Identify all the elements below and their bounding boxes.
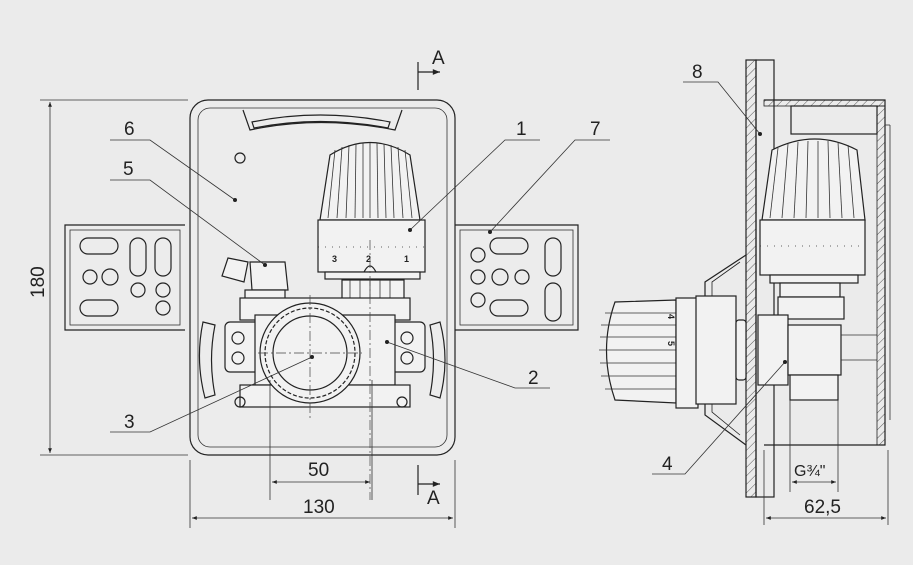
dial-mark-5: 5 xyxy=(666,341,676,346)
dimension-pipe-spacing: 50 xyxy=(308,460,329,481)
side-view: 4 5 xyxy=(599,59,891,498)
section-mark-bottom: A xyxy=(427,488,440,509)
callout-4: 4 xyxy=(662,454,673,475)
thermostatic-head-side-top xyxy=(759,138,866,320)
front-dimensions: 180 50 130 A A xyxy=(28,48,456,528)
callout-8: 8 xyxy=(692,62,703,83)
dial-mark-2: 2 xyxy=(366,254,371,264)
callout-7: 7 xyxy=(590,119,601,140)
dimension-width: 130 xyxy=(303,497,335,518)
section-mark-top: A xyxy=(432,48,445,69)
callout-6: 6 xyxy=(124,119,135,140)
dial-mark-4: 4 xyxy=(666,314,676,319)
dimension-height: 180 xyxy=(28,266,49,298)
callout-5: 5 xyxy=(123,159,134,180)
dimension-depth: 62,5 xyxy=(804,497,841,518)
callout-3: 3 xyxy=(124,412,135,433)
dimension-thread: G¾" xyxy=(794,463,825,480)
front-view: 3 2 1 xyxy=(64,99,579,500)
callout-2: 2 xyxy=(528,368,539,389)
dial-mark-1: 1 xyxy=(404,254,409,264)
callout-1: 1 xyxy=(516,119,527,140)
screw-hole xyxy=(234,152,246,164)
thermostatic-head-front: 3 2 1 xyxy=(317,141,426,311)
dial-mark-3: 3 xyxy=(332,254,337,264)
callouts-side: 8 4 xyxy=(652,62,787,475)
callouts-front: 1 7 6 5 3 2 xyxy=(110,119,610,433)
mounting-bracket-right xyxy=(455,224,579,331)
mounting-bracket-left xyxy=(64,224,185,331)
thermostatic-head-side-front: 4 5 xyxy=(599,295,877,409)
side-dimensions: G¾" 62,5 xyxy=(763,400,889,525)
